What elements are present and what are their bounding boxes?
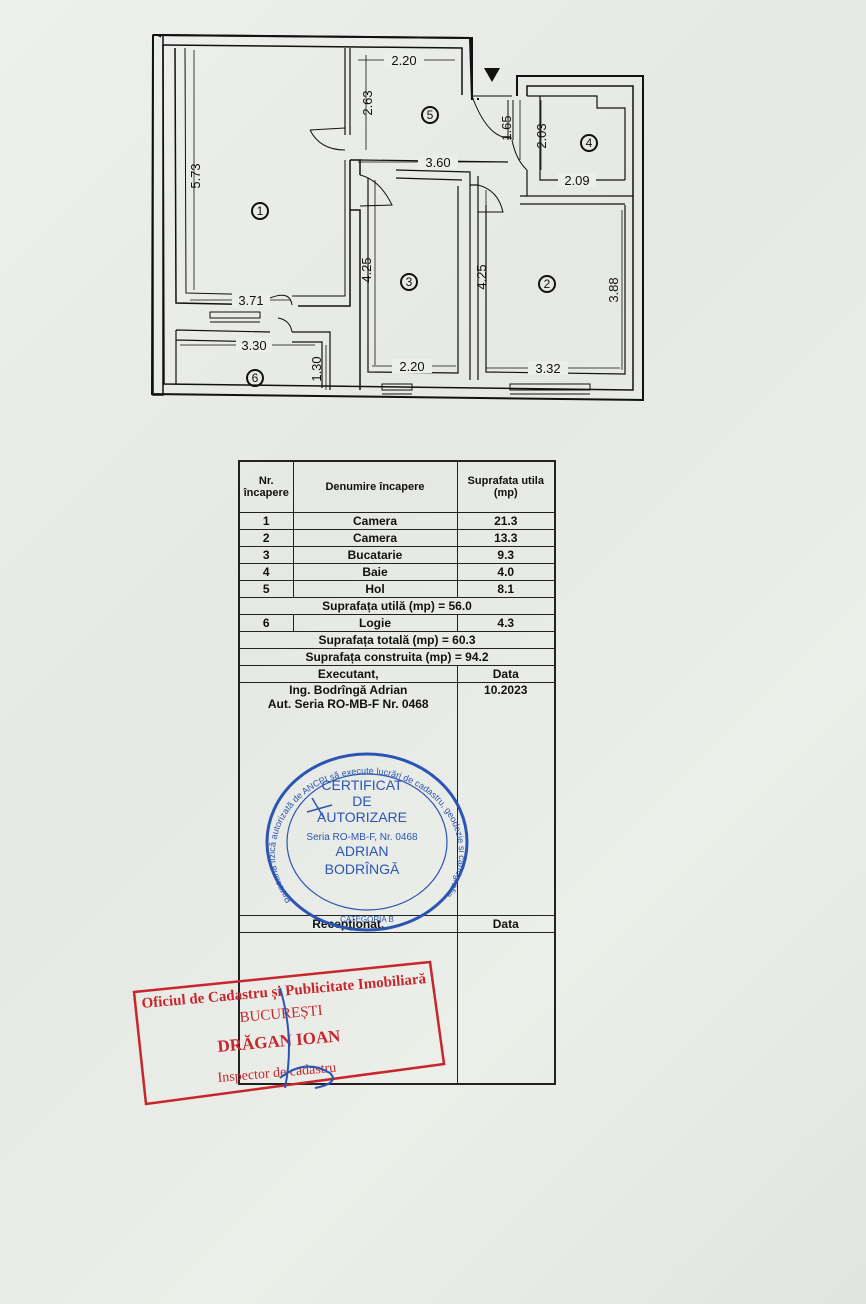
entrance-marker-icon xyxy=(484,68,500,82)
total-area: Suprafața totală (mp) = 60.3 xyxy=(238,631,556,649)
dim-label: 5.73 xyxy=(188,163,203,188)
cadastre-office-stamp: Oficiul de Cadastru și Publicitate Imobi… xyxy=(132,960,446,1106)
stamp-category: CATEGORIA B xyxy=(340,915,394,924)
useful-area-row: Suprafața utilă (mp) = 56.0 xyxy=(238,597,556,615)
room-number: 1 xyxy=(257,204,264,218)
dim-label: 3.60 xyxy=(425,155,450,170)
cell-name: Baie xyxy=(292,563,458,581)
table-row: 6 Logie 4.3 xyxy=(238,614,556,632)
executant-label: Executant, xyxy=(238,665,458,683)
receptionat-date-cell xyxy=(456,932,556,1085)
cell-nr: 6 xyxy=(238,614,294,632)
table-row: 5 Hol 8.1 xyxy=(238,580,556,598)
dim-label: 4.25 xyxy=(474,264,489,289)
cell-area: 13.3 xyxy=(456,529,556,547)
stamp-line: DE xyxy=(352,793,371,809)
total-area-row: Suprafața totală (mp) = 60.3 xyxy=(238,631,556,649)
dim-label: 3.30 xyxy=(241,338,266,353)
stamp-line: ADRIAN xyxy=(336,843,389,859)
room-number: 2 xyxy=(544,277,551,291)
dim-label: 1.65 xyxy=(499,115,514,140)
stamp-line: BUCUREȘTI xyxy=(239,1003,323,1026)
signature-mark xyxy=(306,797,333,819)
header-name: Denumire încapere xyxy=(292,460,458,513)
data-label: Data xyxy=(456,665,556,683)
cell-nr: 3 xyxy=(238,546,294,564)
cell-name: Logie xyxy=(292,614,458,632)
rooms-table: Nr. încapere Denumire încapere Suprafata… xyxy=(238,460,556,1085)
stamp-line: Seria RO-MB-F, Nr. 0468 xyxy=(306,832,418,843)
header-area: Suprafata utila (mp) xyxy=(456,460,556,513)
table-row: 3 Bucatarie 9.3 xyxy=(238,546,556,564)
cell-area: 4.3 xyxy=(456,614,556,632)
dim-label: 2.20 xyxy=(391,53,416,68)
table-header-row: Nr. încapere Denumire încapere Suprafata… xyxy=(238,460,556,513)
cell-area: 8.1 xyxy=(456,580,556,598)
dim-label: 2.20 xyxy=(399,359,424,374)
dim-label: 3.71 xyxy=(238,293,263,308)
executant-header-row: Executant, Data xyxy=(238,665,556,683)
dim-label: 3.88 xyxy=(606,277,621,302)
table-row: 4 Baie 4.0 xyxy=(238,563,556,581)
floor-plan: 2.20 2.63 3.60 1.65 2.03 2.09 5.73 4.25 … xyxy=(150,34,644,402)
useful-area-total: Suprafața utilă (mp) = 56.0 xyxy=(238,597,556,615)
cell-name: Bucatarie xyxy=(292,546,458,564)
receptionat-header-row: Recepționat, Data xyxy=(238,915,556,933)
cell-area: 9.3 xyxy=(456,546,556,564)
cell-name: Camera xyxy=(292,512,458,530)
room-number: 3 xyxy=(406,275,413,289)
cell-nr: 2 xyxy=(238,529,294,547)
dim-label: 1.30 xyxy=(309,356,324,381)
authorization-stamp: Persoană fizică autorizată de ANCPI să e… xyxy=(265,752,469,932)
cell-area: 21.3 xyxy=(456,512,556,530)
room-number: 5 xyxy=(427,108,434,122)
dim-label: 2.03 xyxy=(534,123,549,148)
dim-label: 2.63 xyxy=(360,90,375,115)
stamp-line: AUTORIZARE xyxy=(317,809,407,825)
table-row: 2 Camera 13.3 xyxy=(238,529,556,547)
cell-name: Camera xyxy=(292,529,458,547)
table-row: 1 Camera 21.3 xyxy=(238,512,556,530)
header-nr: Nr. încapere xyxy=(238,460,294,513)
stamp-line: CERTIFICAT xyxy=(321,777,403,793)
signature-mark xyxy=(279,987,334,1089)
stamp-line: DRĂGAN IOAN xyxy=(217,1026,342,1056)
cell-area: 4.0 xyxy=(456,563,556,581)
executant-name: Ing. Bodrîngă Adrian xyxy=(289,683,408,698)
cell-nr: 1 xyxy=(238,512,294,530)
receptionat-label: Recepționat, xyxy=(238,915,458,933)
receptionat-row xyxy=(238,932,556,1085)
cell-name: Hol xyxy=(292,580,458,598)
cell-nr: 4 xyxy=(238,563,294,581)
dim-label: 3.32 xyxy=(535,361,560,376)
room-number: 4 xyxy=(586,136,593,150)
data-label: Data xyxy=(456,915,556,933)
executant-date: 10.2023 xyxy=(456,682,556,916)
dim-label: 2.09 xyxy=(564,173,589,188)
executant-authorization: Aut. Seria RO-MB-F Nr. 0468 xyxy=(267,697,429,711)
built-area-row: Suprafața construita (mp) = 94.2 xyxy=(238,648,556,666)
stamp-line: Inspector de cadastru xyxy=(217,1061,337,1086)
built-area: Suprafața construita (mp) = 94.2 xyxy=(238,648,556,666)
dim-label: 4.25 xyxy=(359,257,374,282)
stamp-line: BODRÎNGĂ xyxy=(325,861,400,877)
room-number: 6 xyxy=(252,371,259,385)
cell-nr: 5 xyxy=(238,580,294,598)
